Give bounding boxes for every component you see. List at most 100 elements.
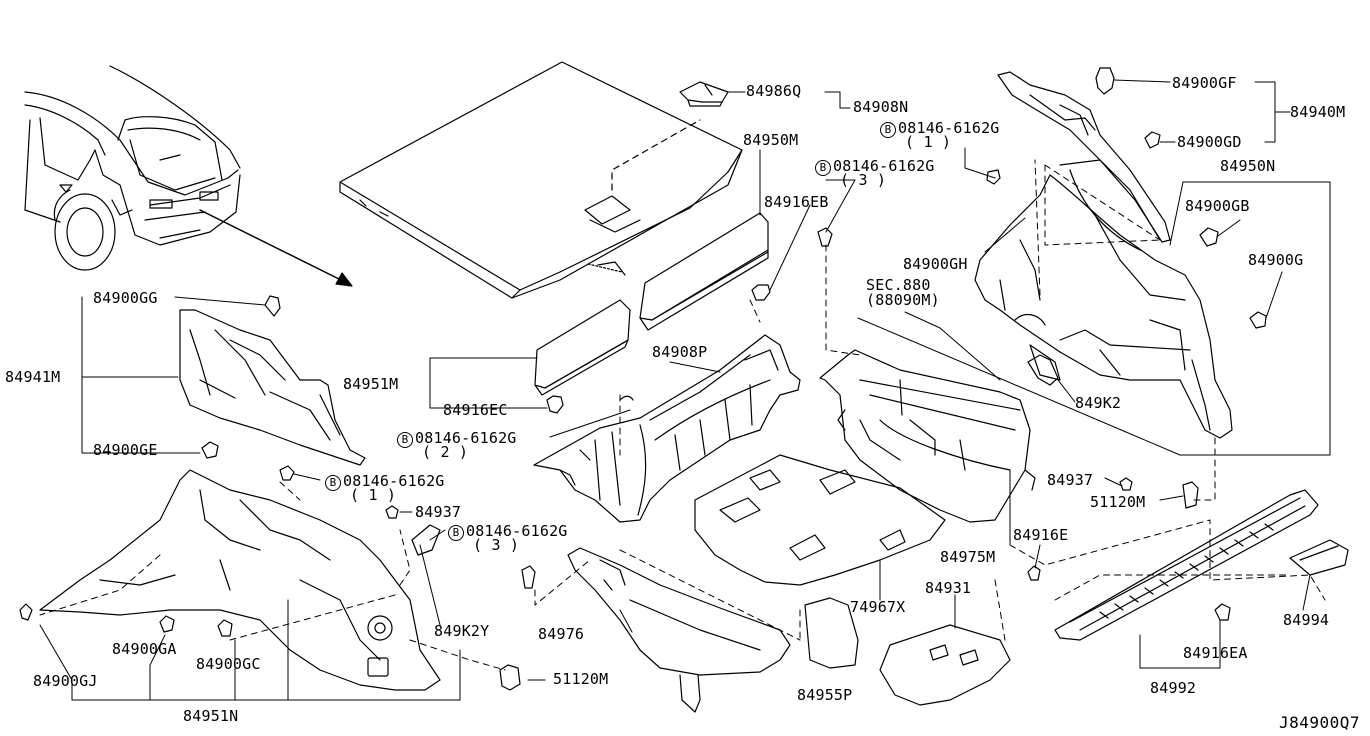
label-51120M-right[interactable]: 51120M — [1090, 493, 1146, 511]
label-84900GG[interactable]: 84900GG — [93, 289, 158, 307]
bolt-left-upper[interactable] — [280, 466, 294, 480]
bolt-center-upper[interactable] — [818, 228, 832, 246]
clip-84916EA[interactable] — [1215, 604, 1230, 620]
bolt-part-number: 08146-6162G — [343, 472, 445, 490]
label-84908N[interactable]: 84908N — [853, 98, 909, 116]
label-sec880[interactable]: SEC.880 — [866, 276, 931, 294]
label-74967X[interactable]: 74967X — [850, 598, 906, 616]
bolt-symbol-icon: B — [325, 475, 341, 491]
label-84916EA[interactable]: 84916EA — [1183, 644, 1248, 662]
bolt-symbol-icon: B — [880, 122, 896, 138]
clip-84900GE[interactable] — [202, 442, 218, 458]
label-84900GH[interactable]: 84900GH — [903, 255, 968, 273]
label-84955P[interactable]: 84955P — [797, 686, 853, 704]
label-84937-right[interactable]: 84937 — [1047, 471, 1094, 489]
trim-84951N[interactable] — [40, 470, 440, 690]
clip-849K2[interactable] — [1028, 355, 1058, 385]
label-84900GD[interactable]: 84900GD — [1177, 133, 1242, 151]
cover-84976[interactable] — [568, 548, 790, 712]
bolt-part-number: 08146-6162G — [833, 157, 935, 175]
label-84900GC[interactable]: 84900GC — [196, 655, 261, 673]
clip-84937-left[interactable] — [386, 506, 398, 518]
clip-51120M-right[interactable] — [1183, 482, 1198, 508]
vehicle-rear-illustration — [25, 66, 352, 286]
label-84916E[interactable]: 84916E — [1013, 526, 1069, 544]
panel-84908P[interactable] — [534, 335, 800, 522]
board-84955P[interactable] — [805, 598, 858, 668]
clip-84900GJ[interactable] — [20, 604, 32, 620]
label-84986Q[interactable]: 84986Q — [746, 82, 802, 100]
bolt-symbol-icon: B — [397, 432, 413, 448]
floor-board-84908N[interactable] — [340, 62, 742, 298]
clip-84937-right[interactable] — [1120, 478, 1132, 490]
label-84941M[interactable]: 84941M — [5, 368, 61, 386]
clip-84900GG[interactable] — [265, 296, 280, 316]
label-84908P[interactable]: 84908P — [652, 343, 708, 361]
tab-84986Q[interactable] — [680, 82, 728, 106]
label-84900GJ[interactable]: 84900GJ — [33, 672, 98, 690]
clip-84900GC[interactable] — [218, 620, 232, 636]
clip-84900GB[interactable] — [1200, 228, 1218, 246]
trim-84940M[interactable] — [998, 72, 1170, 242]
bolt-symbol-icon: B — [448, 525, 464, 541]
clip-51120M-left[interactable] — [500, 665, 520, 690]
label-bolt-left-qty: ( 1 ) — [350, 486, 397, 504]
label-84900GF[interactable]: 84900GF — [1172, 74, 1237, 92]
bolt-right-upper[interactable] — [987, 170, 1000, 184]
label-84900GB[interactable]: 84900GB — [1185, 197, 1250, 215]
trim-84951M[interactable] — [535, 300, 630, 395]
mat-84931[interactable] — [880, 625, 1010, 705]
label-84976[interactable]: 84976 — [538, 625, 585, 643]
label-84940M[interactable]: 84940M — [1290, 103, 1346, 121]
clip-84900GA[interactable] — [160, 616, 174, 632]
assembly-lines — [40, 160, 1325, 670]
label-sec880-ref[interactable]: (88090M) — [866, 291, 940, 309]
sill-plate-84992[interactable] — [1055, 490, 1318, 640]
bin-84975M[interactable] — [820, 350, 1035, 522]
clip-84994[interactable] — [1290, 540, 1348, 575]
label-84900G[interactable]: 84900G — [1248, 251, 1304, 269]
label-84916EC[interactable]: 84916EC — [443, 401, 508, 419]
label-84992[interactable]: 84992 — [1150, 679, 1197, 697]
clip-84916E[interactable] — [1028, 566, 1040, 580]
label-bolt-center-qty: ( 2 ) — [422, 443, 469, 461]
clip-84916EC[interactable] — [547, 396, 563, 413]
label-84950N[interactable]: 84950N — [1220, 157, 1276, 175]
diagram-code: J84900Q7 — [1278, 713, 1360, 732]
mat-74967X[interactable] — [695, 455, 945, 585]
clip-84900GD[interactable] — [1145, 132, 1160, 148]
label-84937-left[interactable]: 84937 — [415, 503, 462, 521]
clip-84916EB[interactable] — [752, 285, 770, 300]
clip-84900GF[interactable] — [1096, 68, 1114, 94]
label-849K2Y[interactable]: 849K2Y — [434, 622, 490, 640]
bolt-part-number: 08146-6162G — [466, 522, 568, 540]
label-84931[interactable]: 84931 — [925, 579, 972, 597]
trim-84941M[interactable] — [180, 310, 365, 465]
label-84951N[interactable]: 84951N — [183, 707, 239, 725]
bracket-849K2Y[interactable] — [412, 525, 440, 555]
label-84900GE[interactable]: 84900GE — [93, 441, 158, 459]
label-bolt-upper-center-qty: ( 3 ) — [840, 171, 887, 189]
trim-84950M[interactable] — [640, 213, 768, 330]
bolt-part-number: 08146-6162G — [415, 429, 517, 447]
label-51120M-left[interactable]: 51120M — [553, 670, 609, 688]
bolt-center-lower[interactable] — [522, 566, 535, 588]
label-849K2[interactable]: 849K2 — [1075, 394, 1122, 412]
label-84900GA[interactable]: 84900GA — [112, 640, 177, 658]
label-84951M[interactable]: 84951M — [343, 375, 399, 393]
label-84916EB[interactable]: 84916EB — [764, 193, 829, 211]
clip-84900G[interactable] — [1250, 312, 1266, 328]
label-84950M[interactable]: 84950M — [743, 131, 799, 149]
label-84994[interactable]: 84994 — [1283, 611, 1330, 629]
leader-lines — [40, 80, 1330, 700]
label-bolt-upper-right-qty: ( 1 ) — [905, 133, 952, 151]
label-84975M[interactable]: 84975M — [940, 548, 996, 566]
bolt-part-number: 08146-6162G — [898, 119, 1000, 137]
trim-84950N[interactable] — [975, 160, 1232, 438]
